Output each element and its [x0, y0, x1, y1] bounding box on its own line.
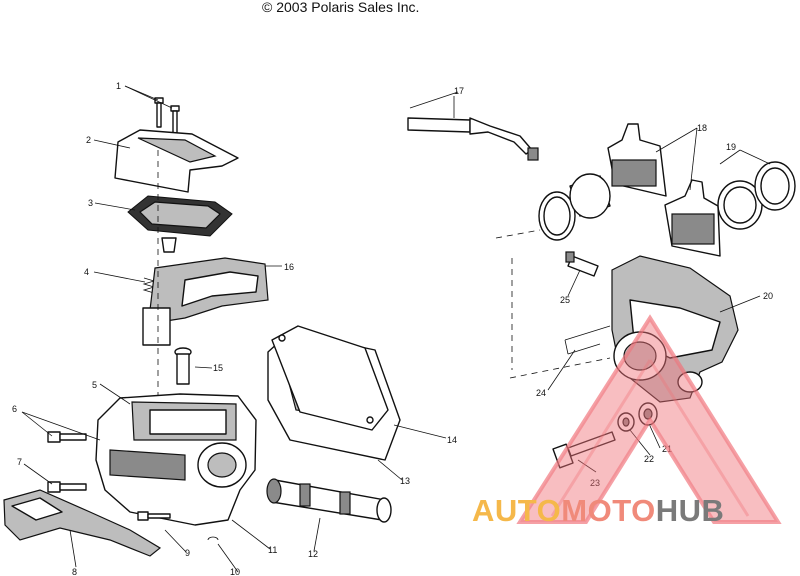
part-caliper-piston-outer	[569, 173, 611, 219]
callout-18: 18	[697, 123, 707, 133]
part-brake-lever	[3, 489, 162, 557]
callout-6: 6	[12, 404, 17, 414]
part-caliper-pin	[564, 325, 611, 355]
part-brake-pad-outer	[607, 123, 667, 197]
part-cover	[114, 129, 239, 193]
callout-2: 2	[86, 135, 91, 145]
callout-numbers: 1 2 3 4 5 6 7 8 9 10 11 12 13 14 15 16 1…	[12, 81, 773, 576]
callout-22: 22	[644, 454, 654, 464]
part-washer-small	[617, 412, 635, 432]
callout-4: 4	[84, 267, 89, 277]
callout-8: 8	[72, 567, 77, 576]
callout-13: 13	[400, 476, 410, 486]
part-caliper-piston-inner	[717, 180, 763, 230]
watermark-moto: MOTO	[561, 493, 656, 528]
watermark-text: AUTOMOTOHUB	[472, 493, 724, 529]
copyright-notice: © 2003 Polaris Sales Inc.	[262, 0, 420, 15]
callout-19: 19	[726, 142, 736, 152]
callout-5: 5	[92, 380, 97, 390]
part-screw-small	[137, 511, 171, 521]
callout-14: 14	[447, 435, 457, 445]
part-switch-housing	[271, 325, 389, 431]
part-pin	[174, 347, 192, 385]
part-piston-seal-inner	[754, 161, 796, 211]
part-bolt-lower	[47, 481, 87, 493]
callout-15: 15	[213, 363, 223, 373]
watermark-auto: AUTO	[472, 493, 562, 528]
callout-17: 17	[454, 86, 464, 96]
leader-lines	[21, 85, 771, 573]
callout-25: 25	[560, 295, 570, 305]
part-bolt-upper	[47, 431, 87, 443]
watermark-triangle-logo	[516, 314, 782, 524]
callout-1: 1	[116, 81, 121, 91]
callout-23: 23	[590, 478, 600, 488]
callout-3: 3	[88, 198, 93, 208]
watermark-hub: HUB	[655, 493, 725, 528]
callout-11: 11	[268, 545, 277, 555]
part-piston	[266, 478, 392, 523]
callout-7: 7	[17, 457, 22, 467]
callout-9: 9	[185, 548, 190, 558]
part-piston-seal	[538, 191, 576, 241]
callout-20: 20	[763, 291, 773, 301]
part-housing	[95, 393, 257, 526]
callout-10: 10	[230, 567, 240, 576]
part-diaphragm	[127, 195, 233, 253]
part-brake-hose	[407, 117, 539, 161]
part-brake-pad-inner	[664, 179, 721, 257]
part-screws	[154, 97, 180, 134]
callout-16: 16	[284, 262, 294, 272]
part-spring	[142, 277, 156, 294]
callout-12: 12	[308, 549, 318, 559]
part-lever-bracket	[142, 257, 269, 346]
part-circlip	[207, 536, 219, 541]
part-bleeder-valve	[565, 251, 599, 277]
part-caliper-body	[611, 255, 739, 403]
callout-24: 24	[536, 388, 546, 398]
